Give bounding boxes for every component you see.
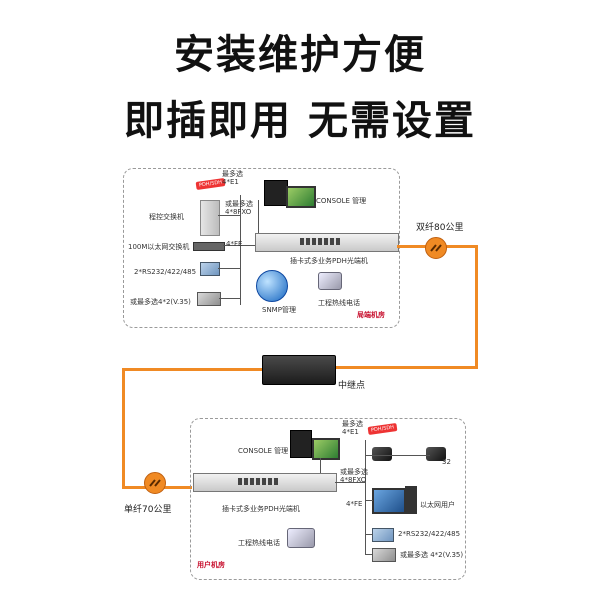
top-room-title: 局端机房	[357, 311, 385, 319]
dual-fiber-horizontal-relay	[335, 366, 478, 369]
relay-device	[262, 355, 336, 385]
top-room-boundary	[123, 168, 400, 328]
top-wire-exchange	[218, 215, 240, 216]
single-fiber-badge-icon	[144, 472, 166, 494]
top-label-snmp: SNMP管理	[262, 306, 296, 314]
top-wire-console	[258, 200, 259, 233]
bottom-wire-pdh	[335, 482, 365, 483]
single-fiber-label: 单纤70公里	[124, 505, 172, 515]
headline-plug-and-play: 即插即用 无需设置	[124, 98, 476, 144]
top-label-console: CONSOLE 管理	[316, 197, 367, 205]
bottom-room-boundary	[190, 418, 466, 580]
dual-fiber-vertical	[475, 245, 478, 368]
bottom-label-hotline: 工程热线电话	[238, 539, 280, 547]
top-console-monitor	[264, 180, 288, 206]
top-label-fe: 4*FE	[226, 240, 243, 248]
bottom-pdh-ports	[238, 478, 278, 485]
bottom-label-rs232: 2*RS232/422/485	[398, 530, 461, 538]
top-hotline-phone-icon	[318, 272, 342, 290]
bottom-label-max-e1: 最多选 4*E1	[342, 420, 363, 436]
bottom-wire-v35	[365, 554, 373, 555]
bottom-wire-serial	[365, 534, 373, 535]
single-fiber-horizontal-relay	[122, 368, 262, 371]
bottom-label-max-fxo: 或最多选 4*8FXO	[340, 468, 368, 484]
bottom-v35-device	[372, 548, 396, 562]
v35-converter-device	[197, 292, 221, 306]
ethernet-user-tower	[405, 486, 417, 514]
bottom-label-ethernet-user: 以太网用户	[420, 501, 455, 509]
snmp-globe-icon	[256, 270, 288, 302]
top-label-ethernet-switch: 100M以太网交换机	[128, 243, 190, 251]
bottom-wire-console	[320, 458, 321, 473]
bottom-label-v35: 或最多选 4*2(V.35)	[400, 551, 464, 559]
bottom-phone-2-icon	[426, 447, 446, 461]
top-wire-serial	[218, 268, 240, 269]
ethernet-switch-device	[193, 242, 225, 251]
bottom-wire-phones	[365, 455, 430, 456]
bottom-hotline-phone-icon	[287, 528, 315, 548]
ethernet-user-pc-icon	[372, 488, 406, 514]
bottom-phone-1-icon	[372, 447, 392, 461]
headline-install-easy: 安装维护方便	[174, 32, 426, 78]
bottom-console-screen	[312, 438, 340, 460]
dual-fiber-badge-icon	[425, 237, 447, 259]
top-wire-switch	[223, 245, 255, 246]
top-label-rs232: 2*RS232/422/485	[134, 268, 197, 276]
top-label-max-fxo: 或最多选 4*8FXO	[225, 200, 253, 216]
relay-label: 中继点	[338, 381, 366, 391]
bottom-room-title: 用户机房	[197, 561, 225, 569]
switch-exchange-cabinet	[200, 200, 220, 236]
single-fiber-vertical	[122, 368, 125, 488]
bottom-phone-count: 32	[442, 458, 451, 466]
bottom-serial-device	[372, 528, 394, 542]
top-pdh-ports	[300, 238, 340, 245]
bottom-label-console: CONSOLE 管理	[238, 447, 289, 455]
bottom-console-monitor	[290, 430, 312, 458]
dual-fiber-label: 双纤80公里	[416, 223, 464, 233]
top-console-screen	[286, 186, 316, 208]
top-wire-v35	[219, 298, 240, 299]
top-label-max-e1: 最多选 4*E1	[222, 170, 243, 186]
top-bus-vertical	[240, 195, 241, 305]
serial-converter-device	[200, 262, 220, 276]
top-label-pdh: 插卡式多业务PDH光端机	[290, 257, 368, 265]
bottom-label-fe: 4*FE	[346, 500, 363, 508]
bottom-wire-pc	[365, 500, 373, 501]
bottom-bus-vertical	[365, 440, 366, 555]
top-label-v35: 或最多选4*2(V.35)	[130, 298, 191, 306]
bottom-label-pdh: 插卡式多业务PDH光端机	[222, 505, 300, 513]
top-label-hotline: 工程热线电话	[318, 299, 360, 307]
top-label-switch-exchange: 程控交换机	[149, 213, 184, 221]
